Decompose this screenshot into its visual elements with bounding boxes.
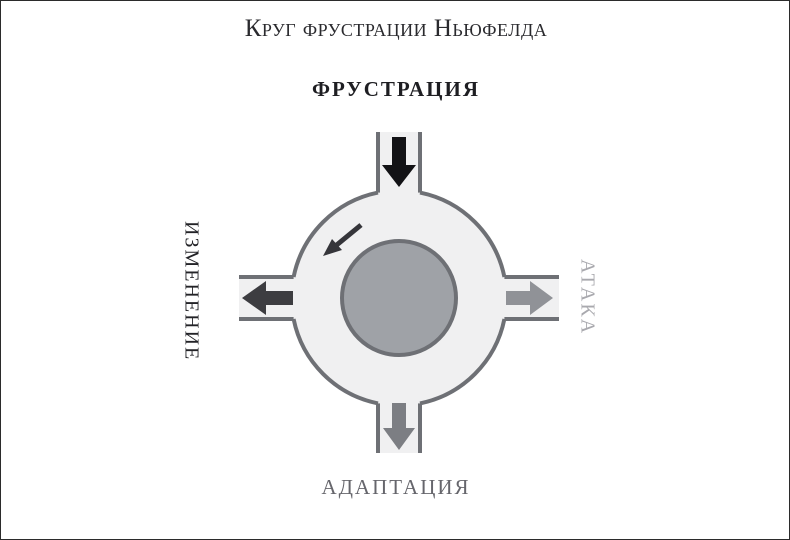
rotation-arrow-head [323,239,342,256]
center-hub [340,239,458,357]
ring-arc-top-left [291,190,379,278]
adaptation-outflow-arrow [383,403,415,450]
rotation-arrow [323,223,363,256]
label-change-text: ИЗМЕНЕНИЕ [180,220,203,362]
roadway-outline-group [239,132,559,453]
ring-arc-bottom-right [419,318,507,406]
label-attack: АТАКА [567,237,607,357]
ring-arc-bottom-left [291,318,379,406]
page-title: Круг фрустрации Ньюфелда [244,15,548,42]
label-change: ИЗМЕНЕНИЕ [171,201,211,381]
label-attack-text: АТАКА [576,258,599,336]
label-adaptation: АДАПТАЦИЯ [321,475,471,499]
change-outflow-arrow [242,281,293,315]
attack-outflow-arrow [506,281,553,315]
label-frustration: ФРУСТРАЦИЯ [311,77,481,101]
ring-arc-top-right [419,190,507,278]
frustration-inflow-arrow [382,137,416,187]
rotation-arrow-shaft [331,223,363,250]
